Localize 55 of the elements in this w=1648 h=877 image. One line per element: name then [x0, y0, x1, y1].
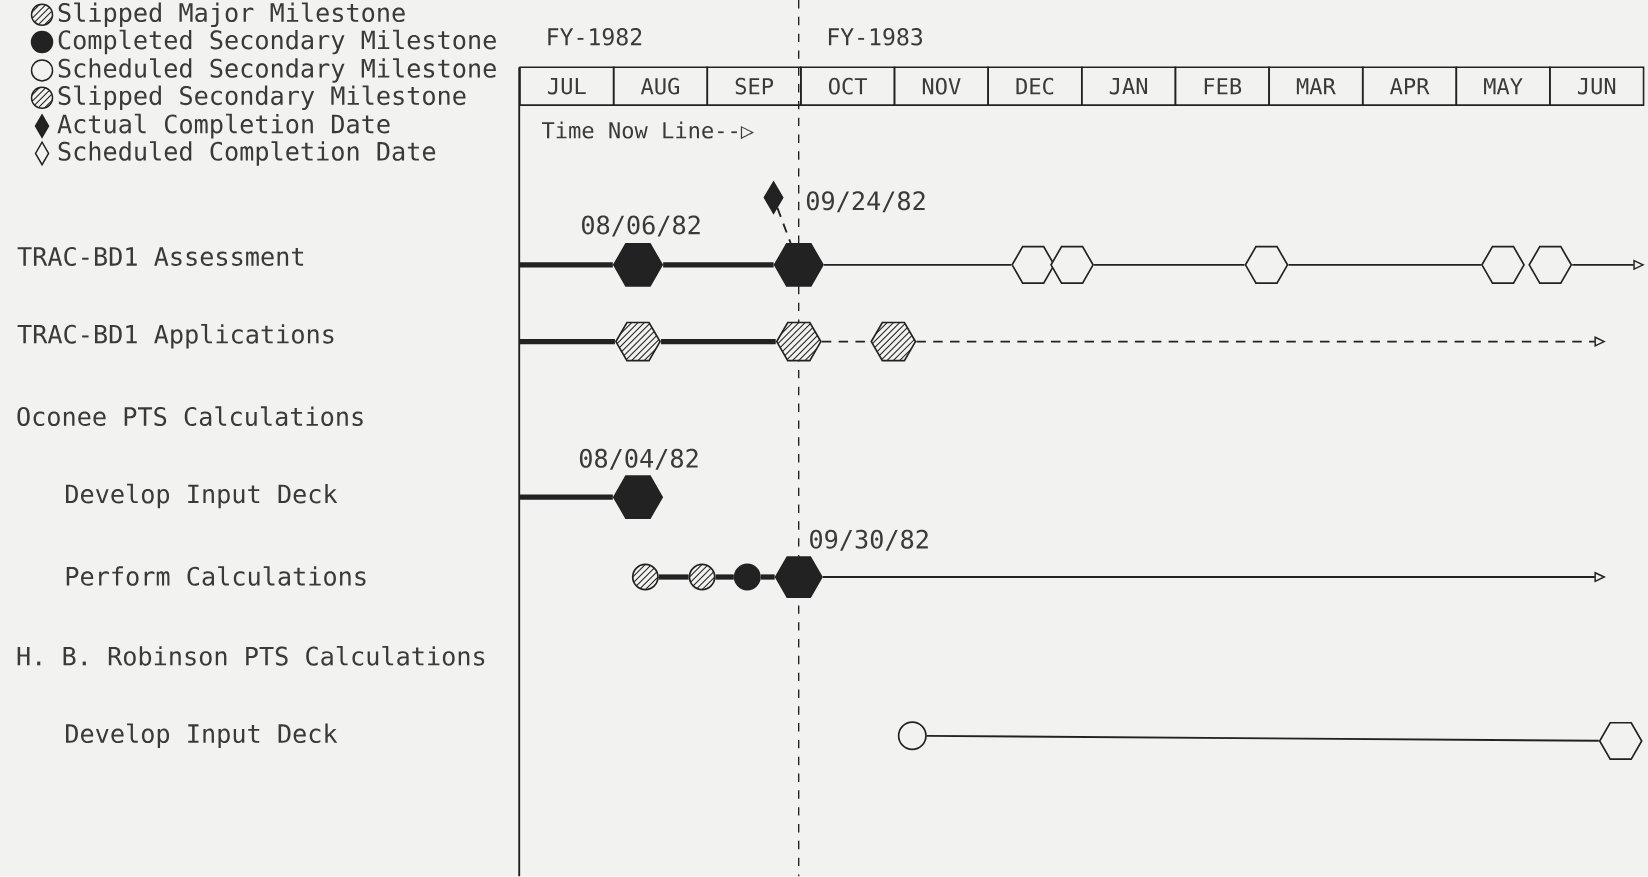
- time-now-label: Time Now Line--▷: [540, 120, 756, 141]
- milestone-hexagon: [870, 321, 917, 362]
- date-label: 08/04/82: [577, 447, 701, 472]
- connector-line: [715, 574, 734, 580]
- connector-line: [760, 574, 775, 580]
- legend-text: Slipped Major Milestone: [58, 2, 405, 28]
- date-label: 09/30/82: [807, 528, 931, 553]
- connector-line: [925, 735, 1600, 742]
- connector-line: [663, 262, 774, 268]
- legend-text: Scheduled Secondary Milestone: [58, 58, 496, 83]
- month-cell: NOV: [893, 66, 989, 107]
- connector-line: [661, 339, 776, 345]
- connector-line: [1287, 264, 1482, 267]
- month-cell: JUL: [519, 66, 615, 107]
- row-label: TRAC-BD1 Assessment: [17, 247, 304, 267]
- milestone-hexagon: [1598, 722, 1643, 761]
- milestone-hexagon: [1481, 246, 1525, 285]
- month-cell: FEB: [1174, 66, 1270, 107]
- month-cell: JUN: [1549, 66, 1645, 107]
- milestone-circle: [733, 563, 761, 591]
- fiscal-year-label: FY-1983: [828, 28, 922, 46]
- connector-line: [519, 262, 613, 268]
- row-label: Oconee PTS Calculations: [17, 406, 363, 427]
- date-label: 09/24/82: [804, 190, 928, 214]
- connector-line: [776, 207, 792, 245]
- milestone-hexagon: [775, 321, 822, 362]
- connector-line: [519, 339, 615, 345]
- fiscal-year-label: FY-1982: [548, 28, 642, 46]
- milestone-hexagon: [1011, 246, 1056, 285]
- month-cell: OCT: [800, 66, 896, 107]
- month-cell: MAR: [1268, 66, 1364, 107]
- connector-line: [658, 574, 689, 580]
- legend-text: Actual Completion Date: [57, 114, 390, 139]
- month-cell: MAY: [1455, 66, 1551, 107]
- milestone-hexagon: [1528, 246, 1573, 285]
- milestone-hexagon: [1244, 246, 1289, 285]
- connector-line: [1093, 264, 1246, 267]
- legend-text: Slipped Secondary Milestone: [58, 85, 466, 111]
- connector-line: [823, 264, 1013, 267]
- row-label: Perform Calculations: [66, 566, 366, 586]
- month-cell: DEC: [987, 66, 1083, 107]
- month-cell: JAN: [1081, 66, 1177, 107]
- month-cell: SEP: [706, 66, 802, 107]
- row-label: H. B. Robinson PTS Calculations: [17, 646, 485, 666]
- legend-text: Scheduled Completion Date: [58, 141, 436, 166]
- row-label: Develop Input Deck: [66, 723, 338, 749]
- date-label: 08/06/82: [579, 214, 703, 238]
- month-cell: AUG: [612, 66, 709, 107]
- month-cell: APR: [1361, 66, 1458, 107]
- milestone-hexagon: [773, 243, 824, 287]
- milestone-circle: [897, 721, 927, 751]
- connector-line: [519, 494, 613, 500]
- legend-text: Completed Secondary Milestone: [58, 30, 496, 55]
- row-label: TRAC-BD1 Applications: [17, 324, 334, 349]
- row-label: Develop Input Deck: [66, 484, 338, 509]
